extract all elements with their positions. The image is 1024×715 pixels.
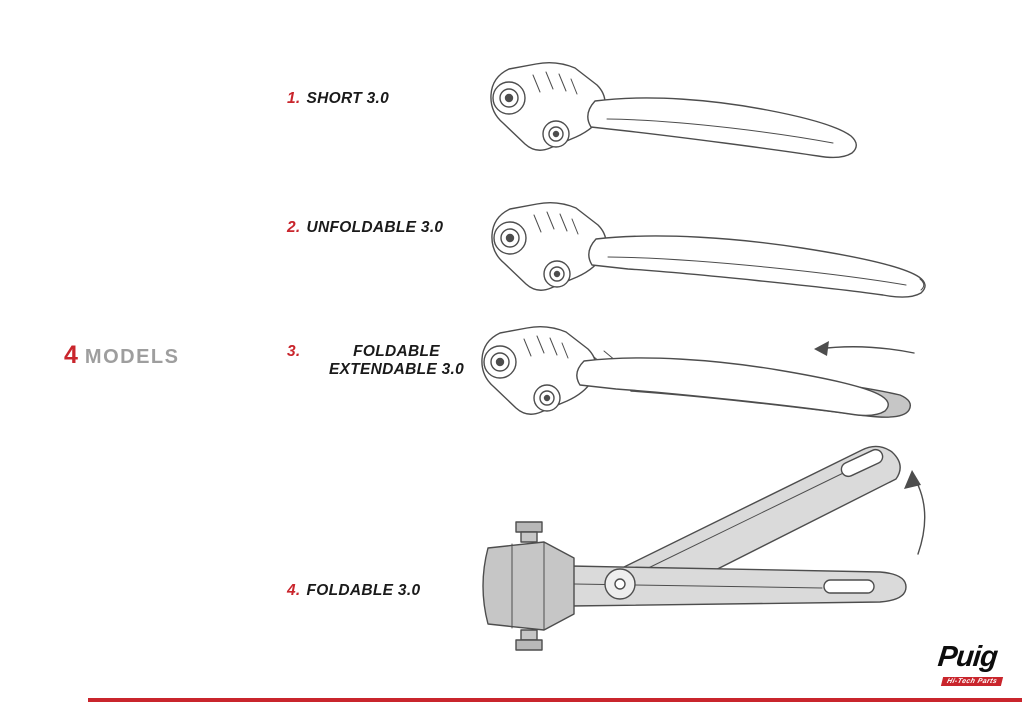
lever-arm [569,565,907,607]
models-count: 4 [64,341,78,369]
models-label: MODELS [84,346,180,368]
lever-blade [587,97,857,159]
lever-foldable-illustration [472,434,927,662]
brand-logo: Puig Hi-Tech Parts [936,641,1004,688]
model-4-name: FOLDABLE 3.0 [306,582,421,599]
model-3-name: FOLDABLE EXTENDABLE 3.0 [328,343,465,378]
clamp-bolt-bottom [515,639,543,651]
pivot-bracket [490,61,606,151]
lever-unfoldable-illustration [476,197,931,315]
model-4-number: 4. [287,582,301,599]
clamp-bolt-top [515,521,543,533]
brand-name: Puig [936,641,999,674]
model-3-number: 3. [287,343,301,360]
fold-direction-arrow [904,470,926,555]
brand-tagline: Hi-Tech Parts [940,677,1004,686]
pivot-bracket [481,325,597,415]
model-2-number: 2. [287,219,301,236]
models-heading: 4 MODELS [64,341,179,370]
model-2-name: UNFOLDABLE 3.0 [306,219,444,236]
model-2-label: 2. UNFOLDABLE 3.0 [287,219,443,237]
model-1-number: 1. [287,90,301,107]
clamp-body [482,521,575,651]
model-4-label: 4. FOLDABLE 3.0 [287,582,420,600]
extend-direction-arrow [814,341,915,356]
lever-blade [576,357,889,417]
model-1-name: SHORT 3.0 [306,90,390,107]
lever-foldable-extendable-illustration [466,313,931,441]
pivot-bracket [491,201,607,291]
model-3-label: 3. FOLDABLE EXTENDABLE 3.0 [287,343,517,379]
footer-rule [88,698,1022,702]
model-1-label: 1. SHORT 3.0 [287,90,389,108]
lever-short-illustration [475,57,875,177]
